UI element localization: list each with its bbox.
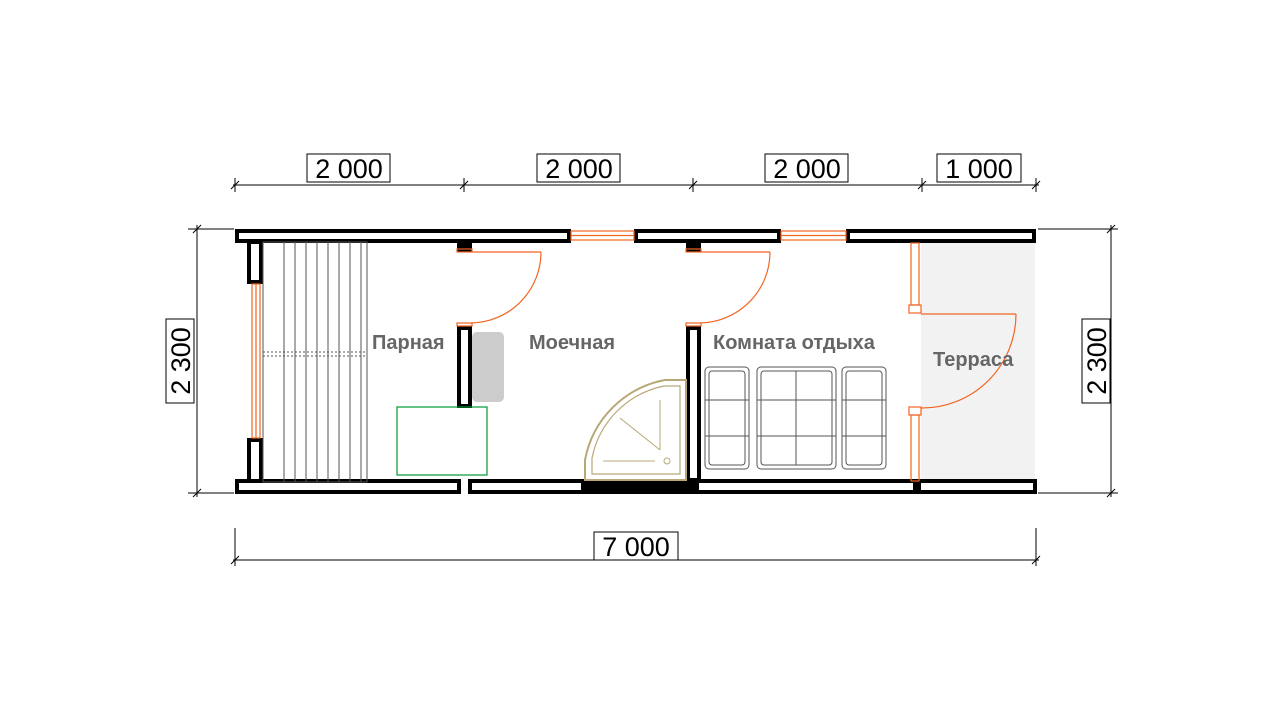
walls	[235, 229, 1037, 494]
dim-left: 2 300	[166, 327, 196, 395]
dim-bottom: 7 000	[602, 532, 670, 562]
terrace-floor	[921, 243, 1035, 479]
dim-right: 2 300	[1082, 327, 1112, 395]
room-label-rest: Комната отдыха	[713, 332, 876, 354]
furniture	[704, 366, 887, 470]
dim-top-4: 1 000	[945, 154, 1013, 184]
room-label-steam: Парная	[372, 332, 445, 354]
shower-cabin	[584, 379, 687, 481]
room-label-wash: Моечная	[529, 332, 615, 354]
doors	[456, 242, 1017, 482]
dimension-lines	[188, 178, 1118, 566]
dim-top-2: 2 000	[545, 154, 613, 184]
room-label-terrace: Терраса	[933, 349, 1014, 371]
dim-top-1: 2 000	[315, 154, 383, 184]
sauna-benches	[262, 241, 368, 483]
stove	[472, 332, 504, 402]
dim-top-3: 2 000	[773, 154, 841, 184]
water-tank	[396, 406, 488, 476]
windows	[251, 230, 847, 439]
dimension-labels: 2 000 2 000 2 000 1 000 7 000 2 300 2 30…	[165, 153, 1112, 562]
